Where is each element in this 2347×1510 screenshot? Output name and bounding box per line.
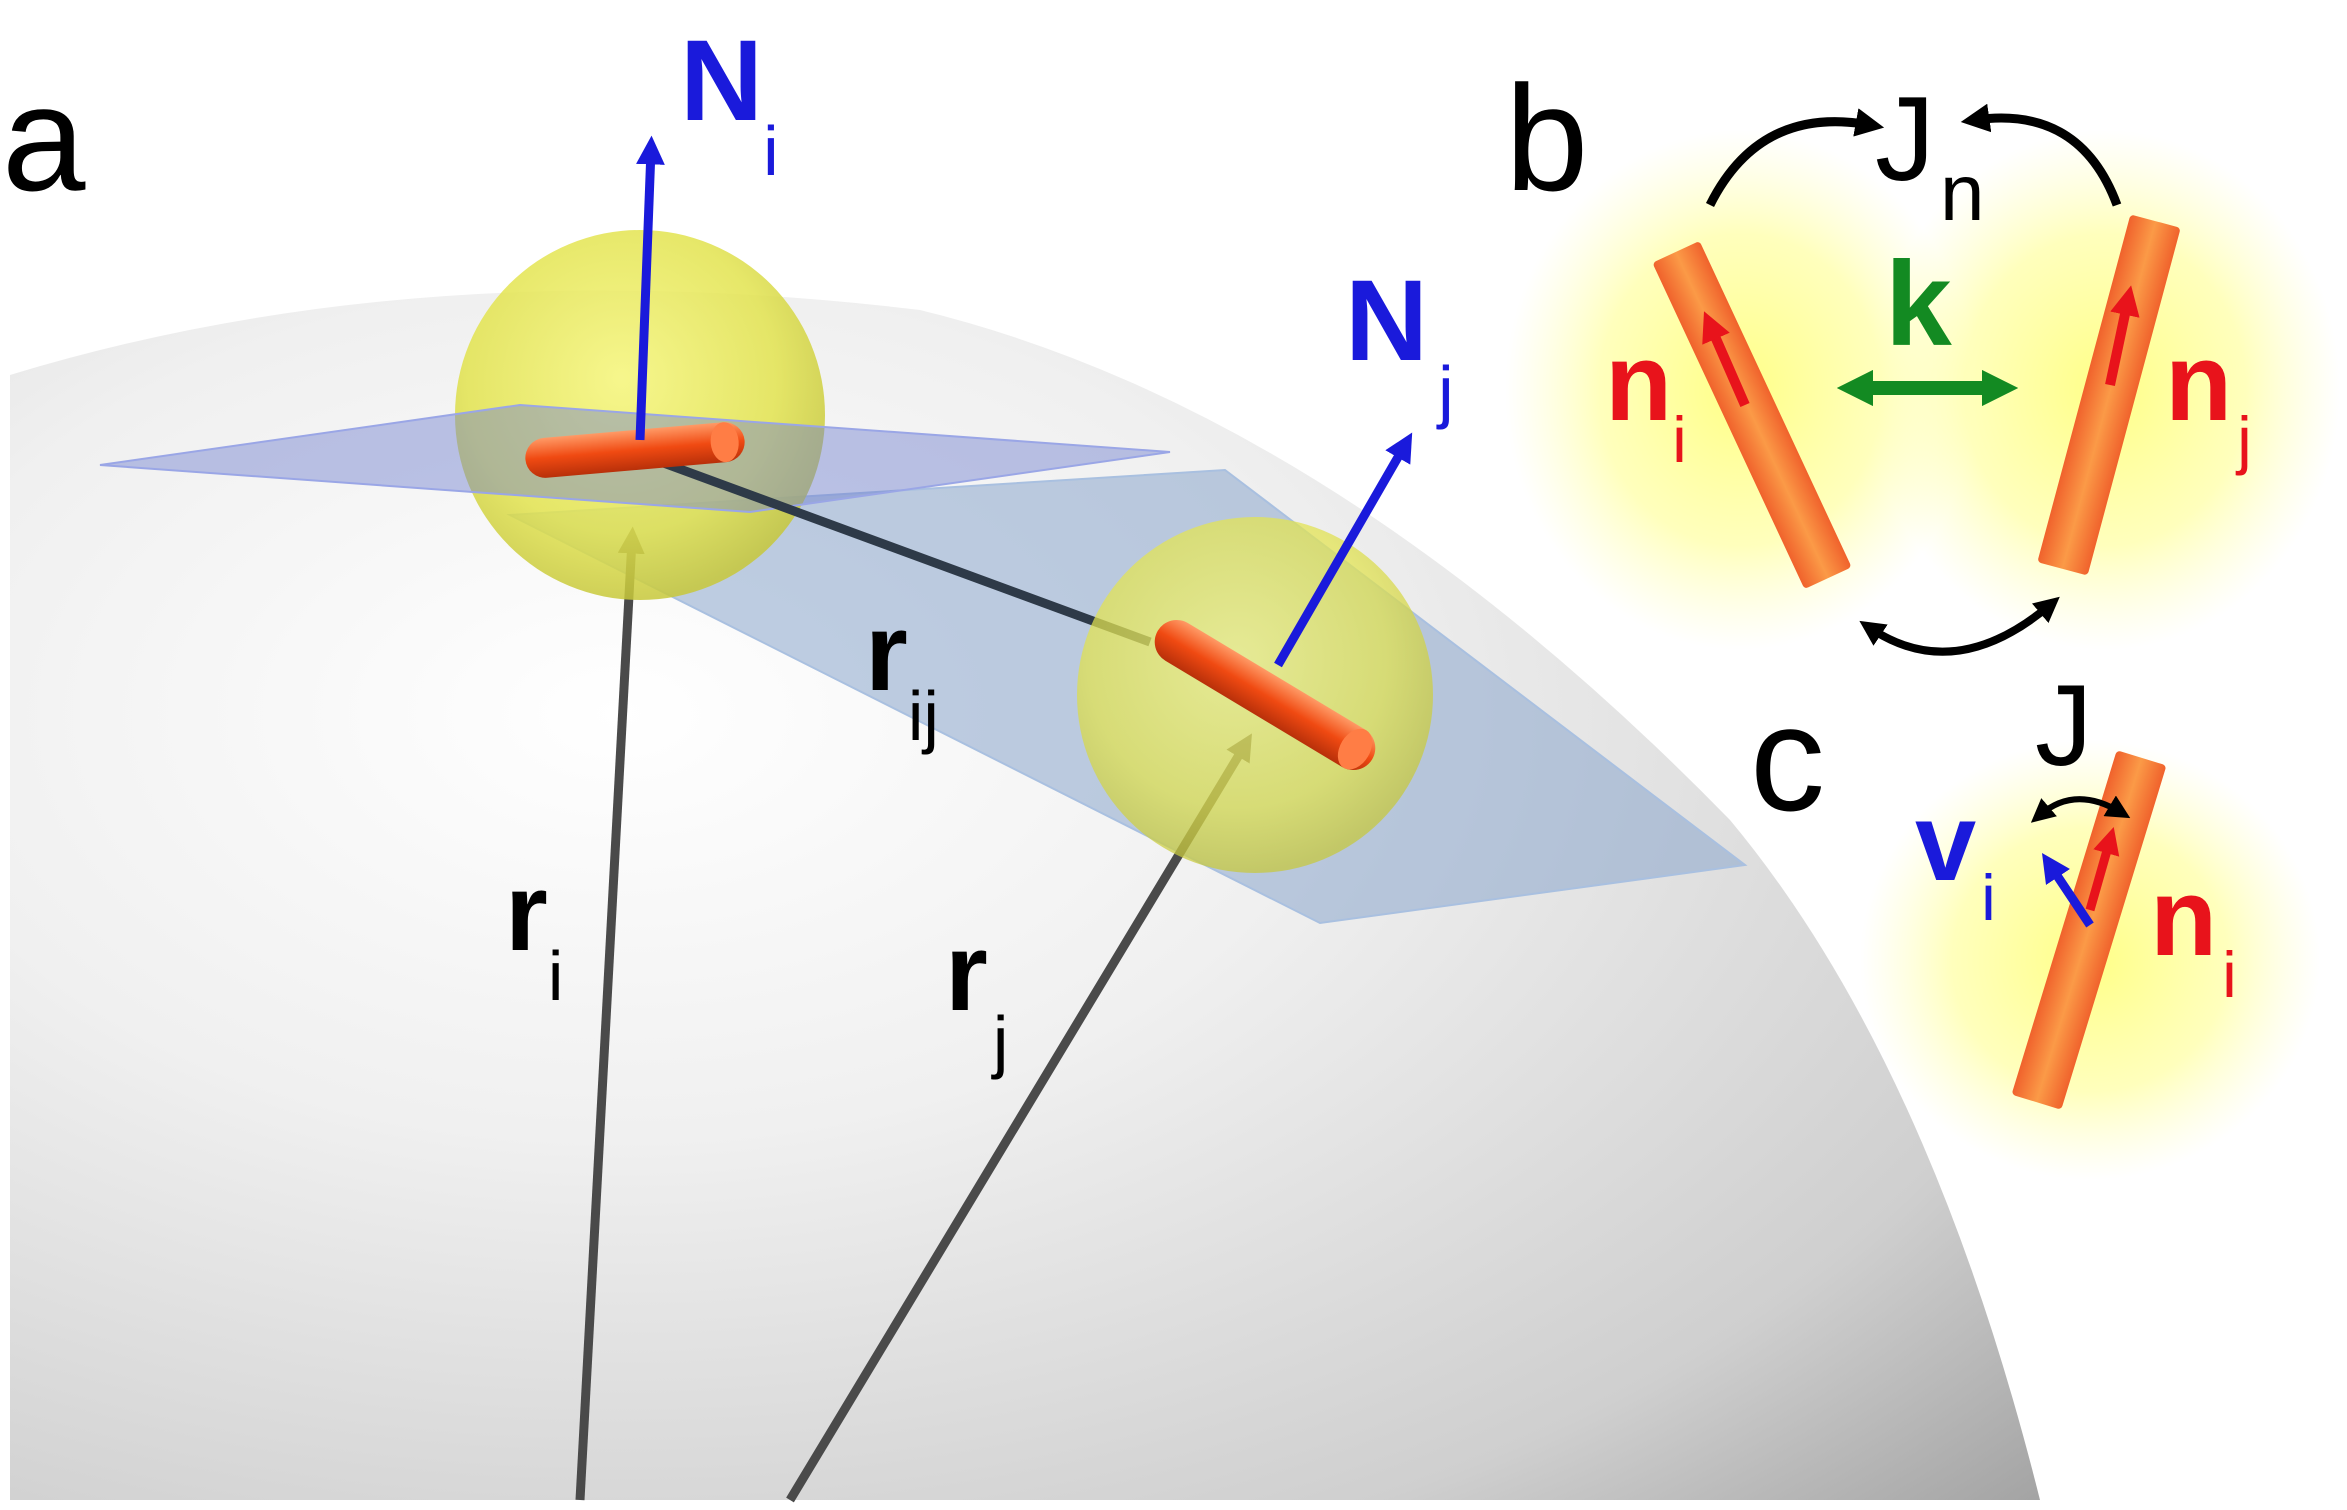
panel-c: c J vi ni [1750, 662, 2320, 1180]
label-ri: ri [505, 851, 563, 1015]
position-vector-rj [786, 733, 1252, 1503]
label-ni-b-main: n [1605, 321, 1672, 444]
label-rj-sub: j [991, 1002, 1009, 1080]
label-rj: rj [945, 911, 1008, 1080]
curved-surface [10, 290, 2040, 1500]
label-rij-sub: ij [908, 677, 939, 755]
label-k: k [1885, 237, 1952, 371]
normal-vector-Ni [635, 135, 665, 441]
rod-i [525, 422, 745, 478]
velocity-arrow-vi [2042, 853, 2094, 928]
rod-c [2012, 751, 2166, 1109]
panel-label-c: c [1750, 674, 1825, 842]
label-ri-main: r [505, 851, 548, 974]
small-double-arc [2030, 795, 2131, 823]
label-ni-c-main: n [2150, 856, 2217, 979]
jn-arc-right [1960, 103, 2122, 207]
director-arrow-ni-c [2085, 827, 2120, 912]
label-nj-b-sub: j [2235, 403, 2251, 476]
label-rj-main: r [945, 911, 988, 1034]
bottom-double-arc [1859, 596, 2060, 656]
label-rij: rij [865, 591, 939, 755]
label-Ni-main: N [680, 17, 763, 145]
label-rij-main: r [865, 591, 908, 714]
label-vi-main: v [1915, 781, 1976, 904]
label-Nj-sub: j [1436, 352, 1454, 430]
jn-arc-left [1705, 108, 1885, 208]
label-Ni-sub: i [763, 112, 779, 190]
label-ni-b: ni [1605, 321, 1687, 476]
label-ri-sub: i [548, 937, 564, 1015]
label-ni-c-sub: i [2222, 938, 2236, 1011]
panel-a: a Ni Nj rij ri rj [2, 17, 2040, 1503]
rod-right-b [2038, 215, 2180, 575]
director-arrow-nj-b [2105, 285, 2140, 387]
position-vector-ri [575, 526, 645, 1501]
rod-j [1154, 619, 1376, 771]
normal-vector-Nj [1274, 432, 1413, 668]
separation-vector-rij [648, 453, 1152, 647]
label-Jn-sub: n [1940, 148, 1985, 237]
panel-label-a: a [2, 54, 86, 222]
label-ni-c: ni [2150, 856, 2237, 1011]
label-ni-b-sub: i [1672, 403, 1686, 476]
label-Ni: Ni [680, 17, 779, 190]
label-vi-sub: i [1981, 861, 1995, 934]
label-nj-b-main: n [2165, 321, 2232, 444]
label-Jn-main: J [1875, 72, 1935, 206]
director-arrow-ni-b [1702, 311, 1750, 408]
panel-label-b: b [1505, 54, 1588, 222]
label-Nj-main: N [1345, 257, 1428, 385]
label-J: J [2035, 662, 2093, 790]
label-vi: vi [1915, 781, 1996, 934]
label-Jn: Jn [1875, 72, 1985, 237]
label-nj-b: nj [2165, 321, 2252, 476]
panel-b: b Jn k ni nj [1505, 54, 2340, 656]
label-Nj: Nj [1345, 257, 1454, 430]
